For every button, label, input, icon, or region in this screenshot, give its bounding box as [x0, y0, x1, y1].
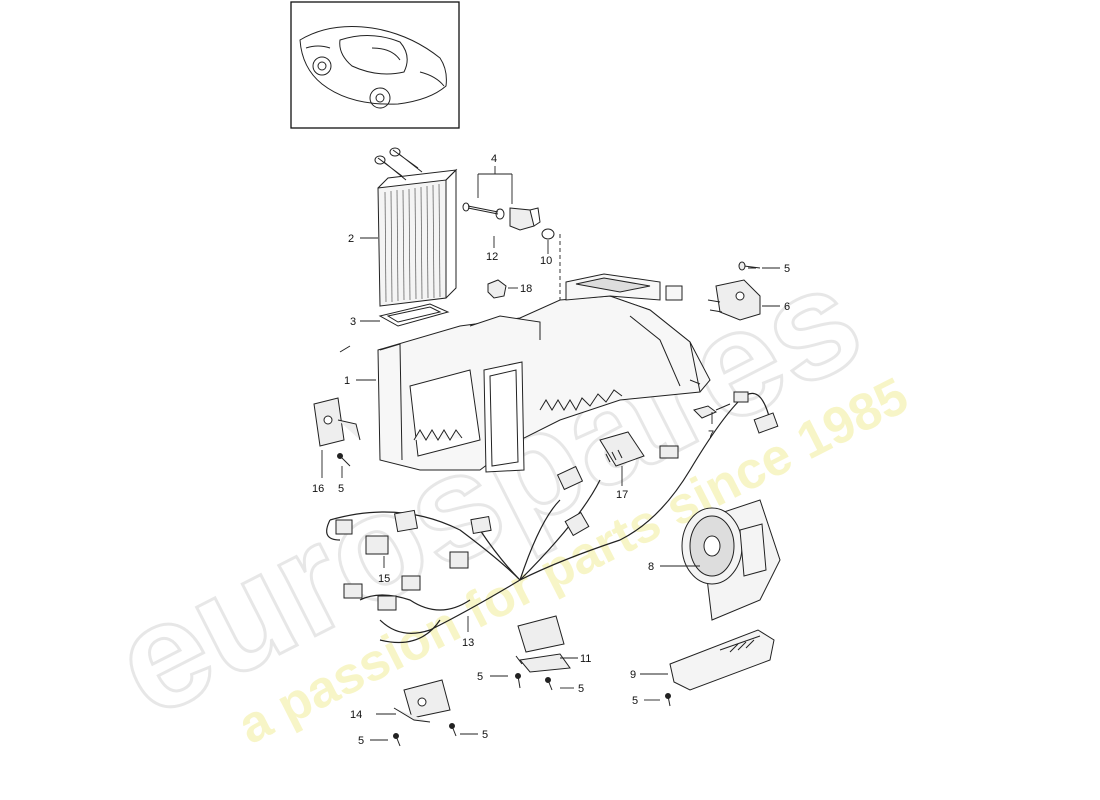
- o-ring: [541, 228, 555, 240]
- callout-11: 11: [580, 653, 591, 665]
- temperature-sensor: [693, 403, 731, 419]
- callout-10: 10: [540, 255, 552, 267]
- hvac-housing: [339, 273, 711, 473]
- callout-6: 6: [784, 301, 790, 313]
- car-thumbnail: [290, 1, 460, 129]
- callout-2: 2: [348, 233, 354, 245]
- callout-18: 18: [520, 283, 532, 295]
- blower-resistor: [599, 431, 645, 467]
- gasket: [378, 303, 450, 327]
- callout-8: 8: [648, 561, 654, 573]
- callout-7: 7: [708, 429, 714, 441]
- nut: [487, 279, 507, 299]
- duct-cover: [669, 629, 775, 691]
- callout-12: 12: [486, 251, 498, 263]
- heater-core: [374, 147, 458, 307]
- callout-5-bottom-left: 5: [358, 735, 364, 747]
- callout-17: 17: [616, 489, 628, 501]
- blower-motor: [681, 499, 781, 621]
- wiring-harness: [326, 392, 771, 644]
- actuator-top-right: [707, 261, 761, 321]
- callout-13: 13: [462, 637, 474, 649]
- callout-5-top-right: 5: [784, 263, 790, 275]
- screw-and-bracket: [462, 202, 541, 231]
- callout-labels: 1 2 3 4 5 5 5 5 5 5 5 5 6 7 8 9 10 11 12…: [312, 153, 790, 747]
- callout-9: 9: [630, 669, 636, 681]
- callout-5-bottom-mid: 5: [482, 729, 488, 741]
- screws: [337, 267, 756, 747]
- callout-3: 3: [350, 316, 356, 328]
- watermark: eurospares a passion for parts since 198…: [87, 230, 918, 756]
- actuator-bottom-mid: [515, 615, 571, 673]
- callout-1: 1: [344, 375, 350, 387]
- callout-4: 4: [491, 153, 497, 165]
- actuator-left: [313, 397, 361, 447]
- leader-lines: [321, 166, 780, 741]
- actuator-bottom-left: [393, 679, 451, 723]
- callout-5-bottom-right: 5: [632, 695, 638, 707]
- callout-15: 15: [378, 573, 390, 585]
- harness-connectors: [335, 391, 779, 611]
- callout-5-left: 5: [338, 483, 344, 495]
- callout-16: 16: [312, 483, 324, 495]
- callout-5-mid-right: 5: [578, 683, 584, 695]
- callout-5-mid-left: 5: [477, 671, 483, 683]
- callout-14: 14: [350, 709, 362, 721]
